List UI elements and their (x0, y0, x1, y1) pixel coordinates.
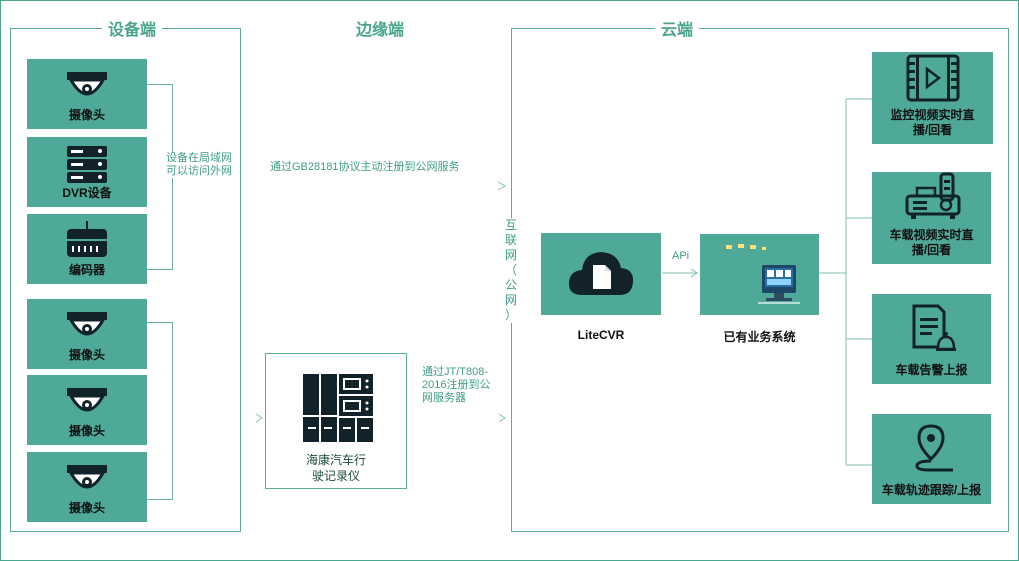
device-label: 编码器 (68, 263, 105, 277)
gb28181-note: 通过GB28181协议主动注册到公网服务 (270, 161, 460, 173)
location-pin-icon (907, 423, 957, 473)
vehicle-recorder-icon (302, 373, 374, 443)
device-label: DVR设备 (62, 186, 112, 200)
lan-note: 设备在局域网 可以访问外网 (166, 152, 232, 178)
output-vehicle-video: 车载视频实时直 播/回看 (872, 172, 991, 264)
output-monitor-video: 监控视频实时直 播/回看 (872, 52, 993, 144)
device-label: 摄像头 (68, 108, 105, 122)
output-alarm: 车载告警上报 (872, 294, 991, 384)
device-dvr: DVR设备 (27, 137, 147, 207)
dome-camera-icon (61, 461, 113, 501)
device-label: 摄像头 (68, 348, 105, 362)
device-encoder: 编码器 (27, 214, 147, 284)
video-film-icon (906, 54, 960, 102)
business-system-label: 已有业务系统 (723, 330, 796, 344)
device-camera-1: 摄像头 (27, 59, 147, 129)
business-system-box (700, 234, 819, 315)
output-label: 车载轨迹跟踪/上报 (881, 483, 982, 497)
recorder-label: 海康汽车行 驶记录仪 (305, 453, 366, 483)
section-title-edge: 边缘端 (350, 21, 411, 41)
dome-camera-icon (61, 384, 113, 424)
internet-label: 互 联 网 （ 公 网 ） (501, 218, 521, 323)
api-label: APi (672, 250, 690, 262)
car-dvr-icon (903, 172, 961, 222)
output-trajectory: 车载轨迹跟踪/上报 (872, 414, 991, 504)
recorder-box (265, 353, 407, 489)
device-label: 摄像头 (68, 424, 105, 438)
monitor-dashboard-icon (720, 243, 800, 307)
dome-camera-icon (61, 308, 113, 348)
alarm-report-icon (908, 303, 956, 353)
bottom-group-bracket (147, 322, 173, 500)
section-title-cloud: 云端 (655, 21, 700, 41)
dvr-server-icon (64, 144, 110, 186)
output-label: 车载视频实时直 播/回看 (889, 228, 974, 257)
output-label: 车载告警上报 (895, 363, 968, 377)
device-camera-4: 摄像头 (27, 452, 147, 522)
dome-camera-icon (61, 68, 113, 108)
device-camera-2: 摄像头 (27, 299, 147, 369)
encoder-icon (63, 221, 111, 263)
section-title-device: 设备端 (102, 21, 163, 41)
output-label: 监控视频实时直 播/回看 (890, 108, 975, 137)
litecvr-box (541, 233, 661, 315)
cloud-document-icon (566, 247, 636, 301)
litecvr-label: LiteCVR (577, 328, 625, 342)
device-label: 摄像头 (68, 501, 105, 515)
jt808-note: 通过JT/T808- 2016注册到公 网服务器 (422, 366, 491, 404)
device-camera-3: 摄像头 (27, 375, 147, 445)
